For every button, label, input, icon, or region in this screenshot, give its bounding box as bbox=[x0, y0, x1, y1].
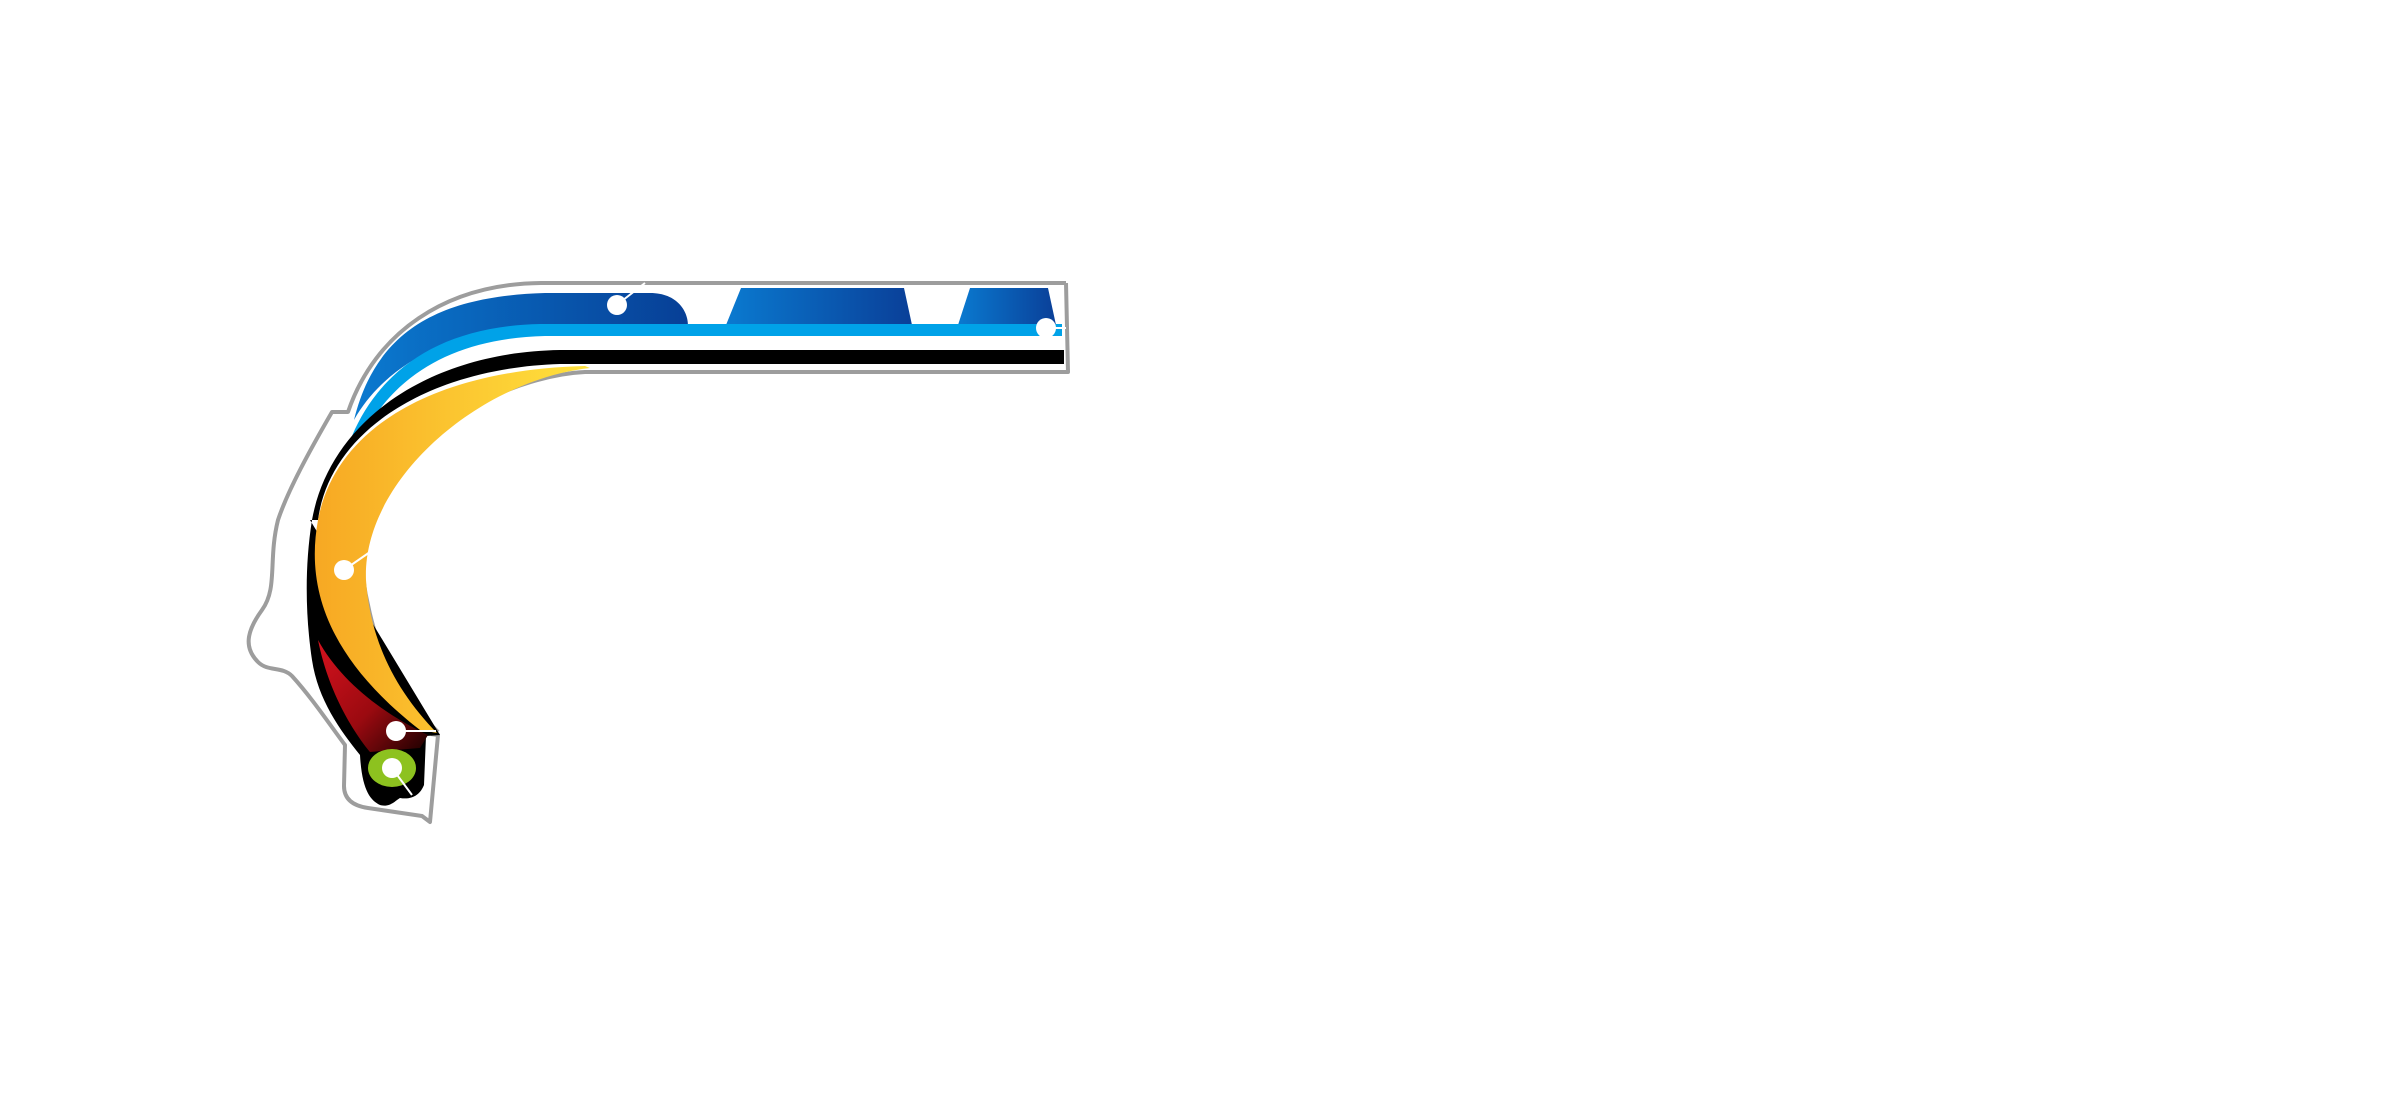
tread-block-2 bbox=[958, 288, 1056, 325]
tread-callout-dot[interactable] bbox=[607, 295, 627, 315]
filler-callout-dot[interactable] bbox=[386, 721, 406, 741]
belt-layer bbox=[352, 324, 1062, 436]
bead-callout-dot[interactable] bbox=[382, 758, 402, 778]
carcass-ply-layer bbox=[314, 366, 590, 733]
carcass-callout-dot[interactable] bbox=[334, 560, 354, 580]
tire-outline bbox=[246, 281, 1066, 824]
belt-callout-dot[interactable] bbox=[1036, 318, 1056, 338]
tread-block-1 bbox=[726, 288, 912, 325]
